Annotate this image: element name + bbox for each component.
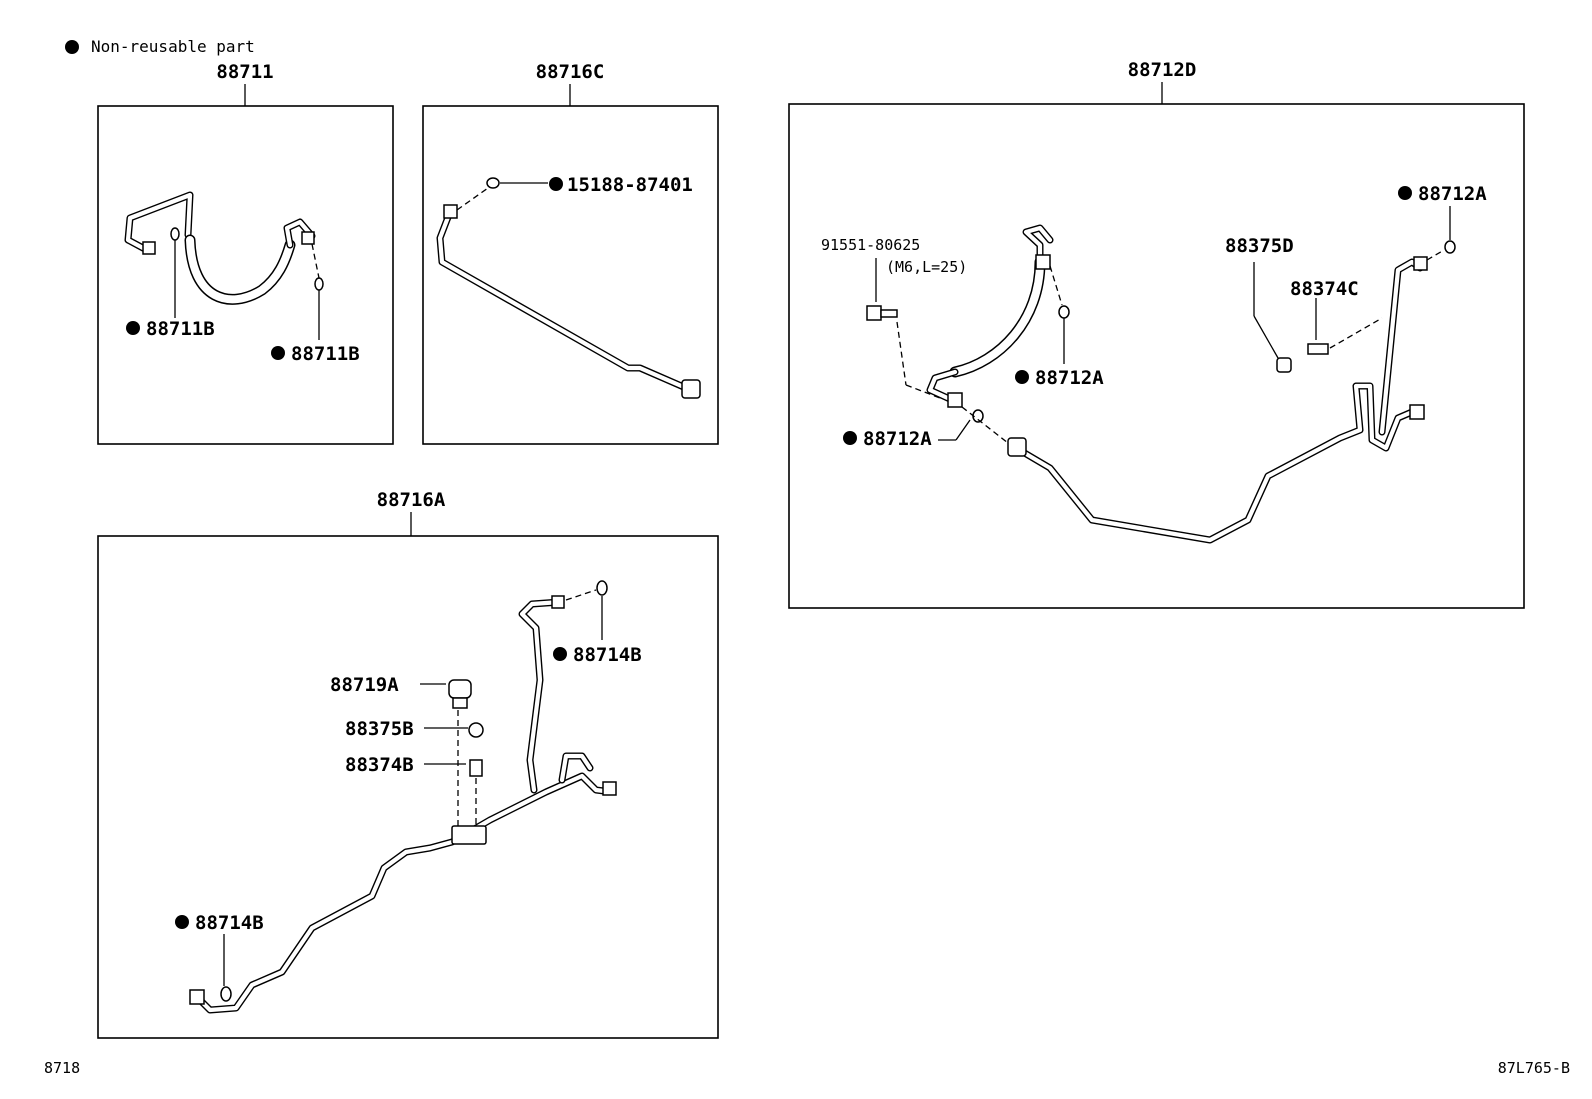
non-reusable-dot-icon [271,346,285,360]
fitting-icon [1409,404,1425,420]
group-box-88716C [422,105,719,445]
cap-icon [468,722,484,738]
group-88716C: 88716C 15188-87401 [422,61,719,445]
pipe-88716A-main [192,772,616,1014]
label-88711B-a[interactable]: 88711B [146,318,215,340]
group-box-88716A [97,535,719,1039]
group-title-88716A[interactable]: 88716A [377,489,446,511]
fitting-icon [1035,254,1051,270]
pipe-88712D-main [1012,382,1416,544]
fitting-icon [189,989,205,1005]
fitting-icon [551,595,565,609]
group-title-88716C[interactable]: 88716C [536,61,605,83]
label-88711B-b[interactable]: 88711B [291,343,360,365]
pipe-88716C [436,208,690,392]
pipe-88716A-riser [518,598,564,794]
group-box-88712D [788,103,1525,609]
o-ring-icon [220,986,232,1002]
group-88716A: 88716A 88714B 88719A 88375B [97,489,719,1039]
bolt-icon [880,309,898,318]
o-ring-icon [486,177,500,189]
non-reusable-dot-icon [175,915,189,929]
fitting-icon [301,231,315,245]
fitting-icon [1007,437,1027,457]
non-reusable-dot-icon [549,177,563,191]
group-88711: 88711 88711B 88711B [97,61,394,445]
legend: Non-reusable part [65,37,255,56]
label-88712A-left[interactable]: 88712A [863,428,932,450]
service-block-icon [451,825,487,845]
footer-right-code: 87L765-B [1498,1059,1570,1077]
label-bolt-spec[interactable]: (M6,L=25) [886,258,967,276]
o-ring-icon [1058,305,1070,319]
group-box-88711 [97,105,394,445]
fitting-icon [443,204,458,219]
label-88375B[interactable]: 88375B [345,718,414,740]
non-reusable-dot-icon [65,40,79,54]
pressure-switch-icon [452,697,468,709]
legend-text: Non-reusable part [91,37,255,56]
o-ring-icon [170,227,180,241]
group-title-88712D[interactable]: 88712D [1128,59,1197,81]
bolt-icon [866,305,882,321]
valve-core-icon [1307,343,1329,355]
label-88712A-top[interactable]: 88712A [1418,183,1487,205]
fitting-icon [142,241,156,255]
label-88719A[interactable]: 88719A [330,674,399,696]
non-reusable-dot-icon [553,647,567,661]
label-88374C[interactable]: 88374C [1290,278,1359,300]
o-ring-icon [596,580,608,596]
label-88714B-top[interactable]: 88714B [573,644,642,666]
group-title-88711[interactable]: 88711 [216,61,273,83]
o-ring-icon [314,277,324,291]
label-15188-87401[interactable]: 15188-87401 [567,174,693,196]
label-88712A-mid[interactable]: 88712A [1035,367,1104,389]
pipe-88711-left [124,191,194,252]
cap-icon [1276,357,1292,373]
non-reusable-dot-icon [126,321,140,335]
fitting-icon [681,379,701,399]
fitting-icon [947,392,963,408]
valve-core-icon [469,759,483,777]
o-ring-icon [1444,240,1456,254]
pressure-switch-icon [448,679,472,699]
non-reusable-dot-icon [1015,370,1029,384]
non-reusable-dot-icon [1398,186,1412,200]
label-88375D[interactable]: 88375D [1225,235,1294,257]
label-88714B-bottom[interactable]: 88714B [195,912,264,934]
non-reusable-dot-icon [843,431,857,445]
group-88712D: 88712D 91551-80625 (M6,L=25) 88712 [788,59,1525,609]
label-91551-80625[interactable]: 91551-80625 [821,236,920,254]
label-88374B[interactable]: 88374B [345,754,414,776]
fitting-icon [602,781,617,796]
footer-left-code: 8718 [44,1059,80,1077]
fitting-icon [1413,256,1428,271]
